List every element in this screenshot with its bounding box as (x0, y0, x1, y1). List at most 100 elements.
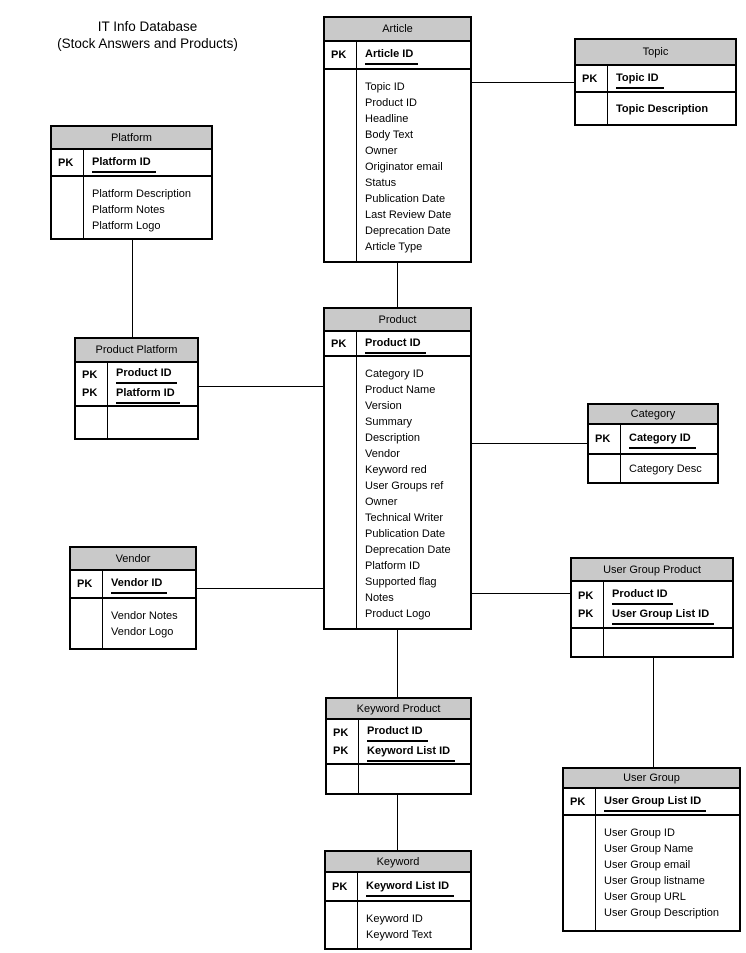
attribute: Vendor (365, 448, 400, 460)
entity-keyword-product-keys: PK PK Product ID Keyword List ID (327, 720, 470, 765)
pk-label: PK (589, 425, 621, 453)
pk-spacer (327, 765, 359, 793)
entity-category-attributes: Category Desc (589, 455, 717, 482)
attribute: Version (365, 400, 402, 412)
entity-product-platform: Product Platform PK PK Product ID Platfo… (74, 337, 199, 440)
entity-category-header: Category (589, 405, 717, 425)
attribute: Platform ID (365, 560, 421, 572)
pk-label: PK (82, 369, 98, 381)
attribute: Status (365, 177, 397, 189)
connector-keyword-product-keyword (397, 795, 398, 850)
attribute: Product Name (365, 384, 436, 396)
entity-product-header: Product (325, 309, 470, 332)
pk-spacer (71, 599, 103, 648)
pk-label: PK (82, 387, 98, 399)
entity-keyword-attributes: Keyword ID Keyword Text (326, 902, 470, 948)
key-article-id: Article ID (365, 45, 419, 65)
attribute: Deprecation Date (365, 225, 451, 237)
key-topic-id: Topic ID (616, 69, 664, 89)
entity-product-platform-keys: PK PK Product ID Platform ID (76, 363, 197, 407)
pk-label: PK (564, 789, 596, 814)
entity-keyword-product: Keyword Product PK PK Product ID Keyword… (325, 697, 472, 795)
pk-spacer (325, 70, 357, 261)
key-user-group-list-id: User Group List ID (612, 605, 715, 625)
attribute: User Group ID (604, 827, 675, 839)
entity-user-group-product-attributes (572, 629, 732, 656)
entity-product: Product PK Product ID Category ID Produc… (323, 307, 472, 630)
pk-spacer (326, 902, 358, 948)
attribute: User Group Name (604, 843, 694, 855)
entity-user-group-keys: PK User Group List ID (564, 789, 739, 816)
attribute: User Group listname (604, 875, 705, 887)
attribute: Supported flag (365, 576, 437, 588)
attribute: Vendor Notes (111, 610, 178, 622)
entity-keyword-product-attributes (327, 765, 470, 793)
attribute: Keyword red (365, 464, 427, 476)
attribute: Product ID (365, 97, 417, 109)
pk-label: PK (578, 589, 594, 602)
entity-category: Category PK Category ID Category Desc (587, 403, 719, 484)
attribute: Originator email (365, 161, 443, 173)
attribute: Summary (365, 416, 413, 428)
diagram-title-line2: (Stock Answers and Products) (57, 36, 238, 51)
connector-product-platform-product (199, 386, 323, 387)
attribute: Platform Description (92, 188, 192, 200)
entity-topic-attributes: Topic Description (576, 93, 735, 124)
pk-spacer (52, 177, 84, 238)
entity-keyword: Keyword PK Keyword List ID Keyword ID Ke… (324, 850, 472, 950)
pk-label-stack: PK PK (572, 582, 604, 627)
attribute: Vendor Logo (111, 626, 174, 638)
connector-product-user-group-product (472, 593, 570, 594)
entity-user-group-attributes: User Group ID User Group Name User Group… (564, 816, 739, 930)
attribute: Body Text (365, 129, 414, 141)
connector-vendor-product (197, 588, 323, 589)
pk-label: PK (326, 873, 358, 900)
pk-spacer (564, 816, 596, 930)
pk-spacer (325, 357, 357, 628)
key-keyword-list-id: Keyword List ID (366, 877, 455, 897)
connector-article-product (397, 263, 398, 307)
entity-product-platform-header: Product Platform (76, 339, 197, 363)
attribute: Publication Date (365, 528, 446, 540)
attribute: Topic ID (365, 81, 405, 93)
pk-label: PK (576, 66, 608, 91)
connector-platform-product-platform (132, 240, 133, 337)
entity-platform-header: Platform (52, 127, 211, 150)
entity-vendor-keys: PK Vendor ID (71, 571, 195, 599)
key-product-id: Product ID (116, 364, 177, 384)
entity-vendor: Vendor PK Vendor ID Vendor Notes Vendor … (69, 546, 197, 650)
attribute: Description (365, 432, 421, 444)
pk-label: PK (325, 42, 357, 68)
connector-article-topic (472, 82, 574, 83)
attribute: Headline (365, 113, 409, 125)
attribute: Technical Writer (365, 512, 444, 524)
attribute: Notes (365, 592, 394, 604)
key-platform-id: Platform ID (92, 153, 156, 173)
entity-topic-header: Topic (576, 40, 735, 66)
entity-user-group-product-header: User Group Product (572, 559, 732, 582)
attribute: Publication Date (365, 193, 446, 205)
attribute: User Groups ref (365, 480, 444, 492)
pk-label: PK (333, 744, 349, 757)
diagram-title: IT Info Database (Stock Answers and Prod… (20, 18, 275, 52)
entity-product-keys: PK Product ID (325, 332, 470, 357)
entity-topic: Topic PK Topic ID Topic Description (574, 38, 737, 126)
entity-keyword-header: Keyword (326, 852, 470, 873)
entity-platform-attributes: Platform Description Platform Notes Plat… (52, 177, 211, 238)
entity-topic-keys: PK Topic ID (576, 66, 735, 93)
pk-label-stack: PK PK (327, 720, 359, 763)
pk-spacer (576, 93, 608, 124)
pk-spacer (76, 407, 108, 438)
diagram-title-line1: IT Info Database (97, 19, 198, 34)
attribute: Keyword Text (366, 929, 432, 941)
entity-product-attributes: Category ID Product Name Version Summary… (325, 357, 470, 628)
pk-spacer (572, 629, 604, 656)
attribute: Topic Description (616, 102, 709, 115)
pk-label-stack: PK PK (76, 363, 108, 405)
pk-label: PK (578, 607, 594, 620)
entity-user-group-product: User Group Product PK PK Product ID User… (570, 557, 734, 658)
entity-article: Article PK Article ID Topic ID Product I… (323, 16, 472, 263)
attribute: Category ID (365, 368, 424, 380)
pk-label: PK (71, 571, 103, 597)
